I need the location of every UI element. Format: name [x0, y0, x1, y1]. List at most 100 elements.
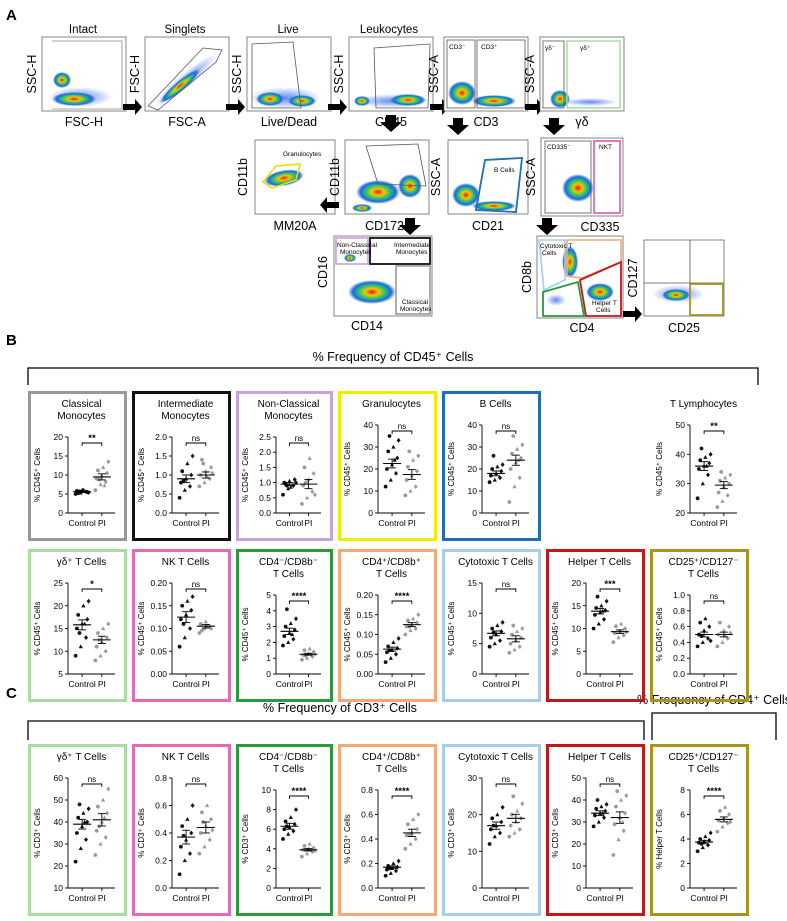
plot-title: T Cells — [688, 764, 719, 775]
y-tick-label: 20 — [364, 464, 374, 474]
significance-label: ns — [502, 775, 510, 784]
y-tick-label: 0 — [266, 669, 271, 679]
gating-ylabel-intact: SSC-H — [25, 55, 39, 94]
data-point — [519, 455, 524, 461]
data-point — [77, 631, 82, 635]
data-point — [595, 594, 600, 599]
plot-title: Helper T Cells — [568, 557, 631, 568]
data-point — [498, 830, 502, 836]
data-point — [508, 823, 513, 828]
data-point — [723, 804, 728, 809]
plot-title: Cytotoxic T Cells — [458, 557, 533, 568]
data-point — [197, 484, 202, 489]
x-tick-label: Control — [690, 893, 718, 903]
plot-title: Intermediate — [158, 399, 214, 410]
data-point — [515, 446, 520, 451]
gate-label-nkt: NKT — [599, 144, 612, 151]
data-point — [294, 616, 298, 622]
gating-plot-cd25: CD127 CD25 — [626, 239, 725, 335]
y-tick-label: 20 — [572, 578, 582, 588]
significance-bracket — [703, 795, 725, 799]
data-point — [489, 473, 493, 478]
y-tick-label: 5 — [576, 646, 581, 656]
plot-title: γδ⁺ T Cells — [57, 557, 107, 568]
significance-bracket — [703, 430, 725, 434]
x-tick-label: Control — [68, 518, 96, 528]
y-tick-label: 30 — [468, 773, 478, 783]
data-point — [416, 453, 421, 459]
arrow-down-icon — [399, 218, 421, 235]
data-point — [703, 834, 708, 839]
data-point — [698, 620, 703, 625]
data-point — [395, 455, 400, 461]
gate-label-classical-1: Classical — [402, 299, 429, 306]
panel-border — [650, 744, 749, 916]
y-tick-label: 0.4 — [155, 828, 167, 838]
arrow-down-icon — [447, 118, 469, 135]
significance-bracket — [391, 795, 413, 799]
data-point — [291, 636, 296, 642]
data-point — [76, 815, 81, 820]
data-point — [200, 457, 204, 462]
data-point — [190, 594, 195, 600]
data-point — [282, 827, 287, 832]
data-point — [517, 475, 522, 481]
y-tick-label: 10 — [54, 883, 64, 893]
data-point — [205, 803, 210, 808]
gating-xlabel-cd25: CD25 — [668, 321, 700, 335]
data-point — [200, 628, 204, 633]
significance-label: ns — [88, 775, 96, 784]
data-point — [283, 624, 288, 629]
plot-title: CD25⁺/CD127⁻ — [668, 557, 738, 568]
data-point — [386, 644, 391, 649]
y-tick-label: 0.20 — [356, 590, 373, 600]
gating-row-1: Intact SSC-H FSC-H Singlets FSC-H FSC-A … — [25, 24, 625, 129]
data-point — [189, 607, 194, 613]
gating-plot-cd21: B Cells SSC-A CD21 — [429, 139, 529, 233]
y-tick-label: 0 — [472, 883, 477, 893]
data-point — [395, 645, 400, 651]
x-tick-label: PI — [98, 679, 106, 689]
gating-plot-cd4: Cytotoxic T Cells Helper T Cells CD8b CD… — [520, 235, 624, 335]
gating-plot-cd14: Non-Classical Monocytes Intermediate Mon… — [316, 235, 433, 333]
significance-label: ** — [88, 433, 96, 444]
data-point — [490, 626, 495, 631]
significance-bracket — [391, 600, 413, 604]
y-axis-label: % CD45⁺ Cells — [655, 607, 664, 661]
section-c-bracket-cd4 — [651, 712, 777, 740]
y-tick-label: 10 — [262, 785, 272, 795]
y-tick-label: 0 — [266, 883, 271, 893]
data-point — [511, 623, 516, 628]
plot-title: γδ⁺ T Cells — [57, 752, 107, 763]
data-point — [416, 812, 421, 817]
y-axis-label: % CD45⁺ Cells — [655, 442, 664, 496]
data-point — [98, 482, 103, 487]
y-tick-label: 25 — [54, 578, 64, 588]
panel-label-c: C — [6, 685, 17, 702]
plot-title: CD25⁺/CD127⁻ — [668, 752, 738, 763]
data-point — [305, 851, 310, 856]
y-tick-label: 40 — [364, 420, 374, 430]
y-tick-label: 1.5 — [259, 462, 271, 472]
data-point — [707, 624, 712, 629]
plot-title: Helper T Cells — [568, 752, 631, 763]
data-point — [73, 859, 78, 864]
y-tick-label: 0.6 — [673, 622, 685, 632]
data-point — [106, 786, 111, 792]
x-tick-label: Control — [378, 679, 406, 689]
panel-border — [28, 549, 127, 702]
data-point — [394, 471, 398, 476]
data-point — [210, 470, 215, 476]
data-point — [391, 444, 396, 449]
data-point — [491, 453, 496, 458]
data-point — [614, 624, 618, 629]
x-tick-label: PI — [408, 518, 416, 528]
dot-plot-b_nonclassical: Non-ClassicalMonocytes0.00.51.01.52.02.5… — [236, 391, 333, 541]
significance-label: **** — [707, 786, 722, 797]
data-point — [182, 635, 187, 640]
significance-label: ns — [192, 775, 200, 784]
data-point — [619, 797, 624, 802]
data-point — [84, 837, 88, 842]
data-point — [75, 831, 79, 835]
data-point — [94, 828, 99, 833]
